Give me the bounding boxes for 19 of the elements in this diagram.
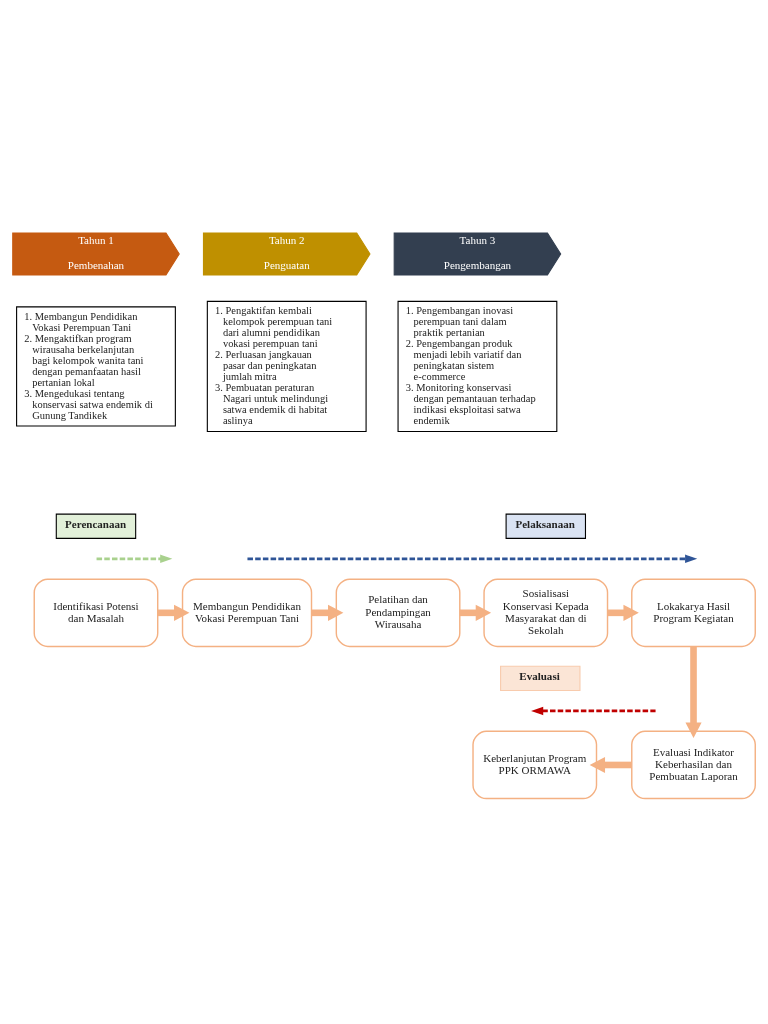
node-box: Membangun Pendidikan Vokasi Perempuan Tani [181, 578, 313, 647]
node-box: Keberlanjutan Program PPK ORMAWA [472, 730, 598, 799]
node-box: Identifikasi Potensi dan Masalah [33, 578, 159, 647]
node-box: Pelatihan dan Pendampingan Wirausaha [335, 578, 461, 647]
node-box: Perencanaan [55, 513, 137, 539]
node-box: Lokakarya Hasil Program Kegiatan [631, 578, 756, 647]
arrow [589, 756, 632, 773]
arrow [311, 604, 344, 621]
arrow [607, 604, 639, 621]
node-box: Evaluasi [500, 665, 581, 691]
arrow [157, 604, 190, 621]
node-box: 1. Pengaktifan kembali kelompok perempuan tani dari alumni pendidikan vokasi perempuan tani 2. Perluasan jangkauan pasar dan peningkatan jumlah mitra 3. Pembuatan peraturan Nagari untuk melindungi satwa endemik di habitat aslinya [206, 300, 367, 432]
node-box: Pelaksanaan [505, 513, 587, 539]
arrow [685, 645, 702, 738]
arrow [459, 604, 492, 621]
node-box: 1. Pengembangan inovasi perempuan tani dalam praktik pertanian 2. Pengembangan produk menjadi lebih variatif dan peningkatan sistem e-commerce 3. Monitoring konservasi dengan pemantauan terhadap indikasi eksploitasi satwa endemik [397, 300, 558, 432]
node-box: Sosialisasi Konservasi Kepada Masyarakat dan di Sekolah [483, 578, 609, 647]
node-box: Evaluasi Indikator Keberhasilan dan Pembuatan Laporan [631, 730, 756, 799]
node-box: 1. Membangun Pendidikan Vokasi Perempuan Tani 2. Mengaktifkan program wirausaha berkelanjutan bagi kelompok wanita tani dengan pemanfaatan hasil pertanian lokal 3. Mengedukasi tentang konservasi satwa endemik di Gunung Tandikek [16, 305, 176, 426]
